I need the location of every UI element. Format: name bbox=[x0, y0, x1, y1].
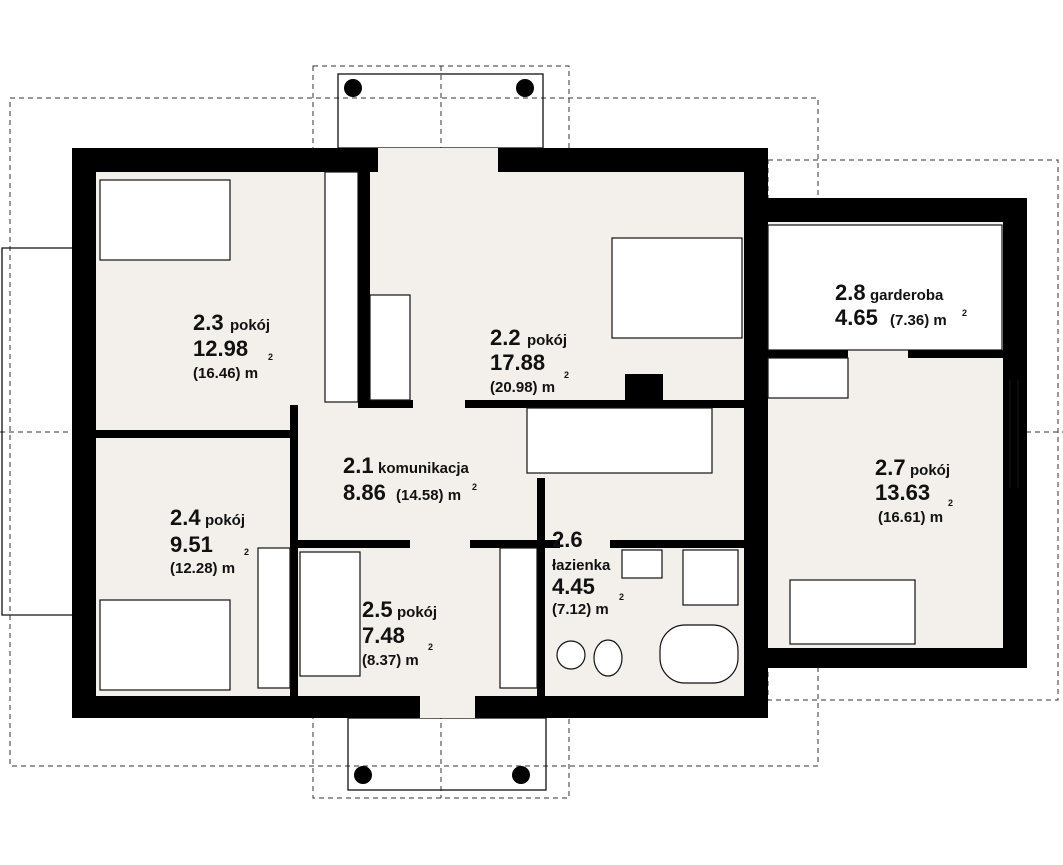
furniture bbox=[99, 171, 1019, 691]
room-2-5-label: 2.5 pokój 7.48 (8.37) m 2 bbox=[362, 597, 437, 669]
room-area: 9.51 bbox=[170, 532, 213, 557]
room-area-total: (16.61) m bbox=[878, 509, 943, 526]
room-number: 2.1 bbox=[343, 453, 374, 478]
room-area: 8.86 bbox=[343, 480, 386, 505]
room-name: pokój bbox=[397, 604, 437, 621]
unit-power: 2 bbox=[948, 498, 953, 508]
walls bbox=[72, 148, 1027, 718]
room-name: łazienka bbox=[552, 557, 611, 574]
room-area-total: (16.46) m bbox=[193, 365, 258, 382]
room-number: 2.4 bbox=[170, 505, 201, 530]
room-2-7-label: 2.7 pokój 13.63 (16.61) m 2 bbox=[875, 455, 953, 526]
unit-power: 2 bbox=[268, 352, 273, 362]
room-number: 2.8 bbox=[835, 280, 866, 305]
room-name: garderoba bbox=[870, 287, 944, 304]
room-2-3-label: 2.3 pokój 12.98 (16.46) m 2 bbox=[193, 310, 273, 382]
room-area-total: (20.98) m bbox=[490, 379, 555, 396]
unit-power: 2 bbox=[472, 482, 477, 492]
room-number: 2.2 bbox=[490, 325, 521, 350]
unit-power: 2 bbox=[962, 308, 967, 318]
room-number: 2.7 bbox=[875, 455, 906, 480]
room-number: 2.6 bbox=[552, 527, 583, 552]
room-area: 4.45 bbox=[552, 574, 595, 599]
room-area-total: (12.28) m bbox=[170, 560, 235, 577]
room-number: 2.3 bbox=[193, 310, 224, 335]
room-area-total: (8.37) m bbox=[362, 652, 419, 669]
room-name: pokój bbox=[527, 332, 567, 349]
room-name: pokój bbox=[205, 512, 245, 529]
unit-power: 2 bbox=[244, 547, 249, 557]
unit-power: 2 bbox=[564, 370, 569, 380]
unit-power: 2 bbox=[619, 592, 624, 602]
room-area: 4.65 bbox=[835, 305, 878, 330]
room-area-total: (7.12) m bbox=[552, 601, 609, 618]
room-area: 12.98 bbox=[193, 336, 248, 361]
room-number: 2.5 bbox=[362, 597, 393, 622]
room-name: komunikacja bbox=[378, 460, 470, 477]
room-area: 17.88 bbox=[490, 350, 545, 375]
room-area-total: (14.58) m bbox=[396, 487, 461, 504]
room-2-1-label: 2.1 komunikacja 8.86 (14.58) m 2 bbox=[343, 453, 477, 505]
room-2-8-label: 2.8 garderoba 4.65 (7.36) m 2 bbox=[835, 280, 967, 330]
room-area-total: (7.36) m bbox=[890, 312, 947, 329]
unit-power: 2 bbox=[428, 642, 433, 652]
room-2-2-label: 2.2 pokój 17.88 (20.98) m 2 bbox=[490, 325, 569, 396]
room-2-4-label: 2.4 pokój 9.51 (12.28) m 2 bbox=[170, 505, 249, 577]
room-name: pokój bbox=[230, 317, 270, 334]
room-area: 7.48 bbox=[362, 623, 405, 648]
room-name: pokój bbox=[910, 462, 950, 479]
room-area: 13.63 bbox=[875, 480, 930, 505]
room-2-6-label: 2.6 łazienka 4.45 (7.12) m 2 bbox=[552, 527, 624, 618]
